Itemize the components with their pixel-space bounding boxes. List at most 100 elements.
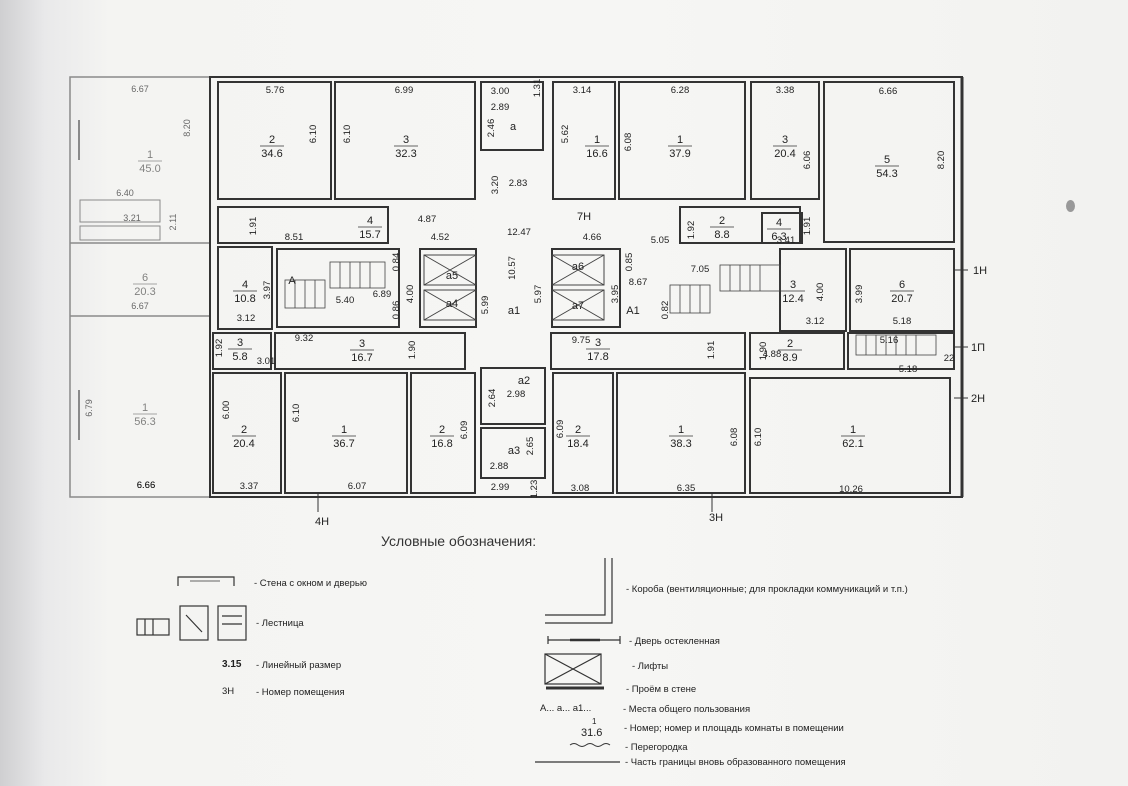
room-r5: 554.3 [875,154,899,180]
room-r2c: 28.9 [778,338,802,364]
room-number: 2 [719,215,725,227]
dimension-d-609b: 6.09 [555,420,566,439]
legend-num: - Номер; номер и площадь комнаты в помещ… [624,723,844,734]
room-number: 1 [142,402,148,414]
legend-common: - Места общего пользования [623,704,751,715]
room-number: 3 [790,279,796,291]
room-area: 62.1 [842,438,863,450]
room-r3d: 35.8 [228,337,252,363]
dimension-d-679: 6.79 [84,399,94,417]
room-w1: 145.0 [138,149,162,175]
dimension-d-265: 2.65 [525,437,536,456]
room-number: 2 [787,338,793,350]
dimension-d-606: 6.06 [802,151,813,170]
room-ra5: а5 [446,270,458,282]
room-number: 1 [147,149,153,161]
dimension-d-320: 3.20 [490,176,501,195]
dimension-d-301: 3.01 [257,356,276,367]
dimension-d-540: 5.40 [336,295,355,306]
dimension-d-610d: 6.10 [753,428,764,447]
room-area: 34.6 [261,148,282,160]
dimension-d-312b: 3.12 [806,316,825,327]
room-area: 38.3 [670,438,691,450]
dimension-d-211: 2.11 [168,214,178,231]
room-number: 1 [850,424,856,436]
dimension-d-705: 7.05 [691,264,710,275]
room-number: 2 [269,134,275,146]
dimension-d-312a: 3.12 [237,313,256,324]
room-ra1: а1 [508,305,520,317]
dimension-d-607: 6.07 [348,481,367,492]
dimension-d-610b: 6.10 [342,125,353,144]
room-area: 10.8 [234,293,255,305]
dimension-d-264: 2.64 [487,389,498,408]
dimension-d-246: 2.46 [486,119,497,138]
dimension-d-518a: 5.18 [893,316,912,327]
room-r4c: 410.8 [233,279,257,305]
premise-label-4h: 4Н [315,516,329,528]
room-ra: а [510,121,517,133]
room-r4: 415.7 [358,215,382,241]
room-number: а1 [508,305,520,317]
dimension-d-666: 6.66 [137,480,156,491]
room-number: 3 [237,337,243,349]
legend-shaft: - Короба (вентиляционные; для прокладки … [626,584,908,595]
dimension-d-640: 6.40 [116,188,134,198]
room-area: 16.6 [586,148,607,160]
dimension-d-123: 1.23 [529,480,540,499]
room-area: 12.4 [782,293,803,305]
room-r3: 332.3 [394,134,418,160]
dimension-d-314: 3.14 [573,85,592,96]
room-number: а5 [446,270,458,282]
dimension-d-599: 5.99 [480,296,491,315]
dimension-d-1057: 10.57 [507,256,518,280]
dimension-d-608a: 6.08 [623,133,634,152]
premise-label-1h: 1Н [973,265,987,277]
dimension-d-600: 6.00 [221,401,232,420]
room-area: 45.0 [139,163,160,175]
room-r1d: 136.7 [332,424,356,450]
room-area: 54.3 [876,168,897,180]
dimension-d-190b: 1.90 [758,342,769,361]
dimension-d-609a: 6.09 [459,421,470,440]
room-number: а3 [508,445,520,457]
room-r2d: 220.4 [232,424,256,450]
room-r2e: 216.8 [430,424,454,450]
room-number: 5 [884,154,890,166]
room-ra6: а6 [572,261,584,273]
dimension-d-452: 4.52 [431,232,450,243]
dimension-d-082: 0.82 [660,301,671,320]
dimension-d-084: 0.84 [391,253,402,272]
room-w3: 156.3 [133,402,157,428]
room-number: 1 [594,134,600,146]
dimension-d-399: 3.99 [854,285,865,304]
dimension-d-288: 2.88 [490,461,509,472]
legend-room-no: - Номер помещения [256,687,345,698]
room-area: 20.3 [134,286,155,298]
room-number: а [510,121,517,133]
dimension-d-298: 2.98 [507,389,526,400]
room-ra7: а7 [572,300,584,312]
room-r6: 620.7 [890,279,914,305]
room-area: 17.8 [587,351,608,363]
legend-room-sample: 3Н [222,686,235,697]
room-area: 20.4 [774,148,795,160]
dimension-d-820b: 8.20 [936,151,947,170]
dimension-d-597: 5.97 [533,285,544,304]
room-r1c: 137.9 [668,134,692,160]
dimension-d-308: 3.08 [571,483,590,494]
dimension-d-932: 9.32 [295,333,314,344]
dimension-d-321: 3.21 [123,213,141,223]
room-r3f: 317.8 [586,337,610,363]
room-number: 6 [142,272,148,284]
dimension-d-300: 3.00 [491,86,510,97]
dimension-d-131: 1.31 [532,79,543,98]
dimension-d-610a: 6.10 [308,125,319,144]
dimension-d-085: 0.85 [624,253,635,272]
room-number: 3 [782,134,788,146]
room-number: 6 [899,279,905,291]
legend-dim-sample: 3.15 [222,659,242,670]
room-w2: 620.3 [133,272,157,298]
